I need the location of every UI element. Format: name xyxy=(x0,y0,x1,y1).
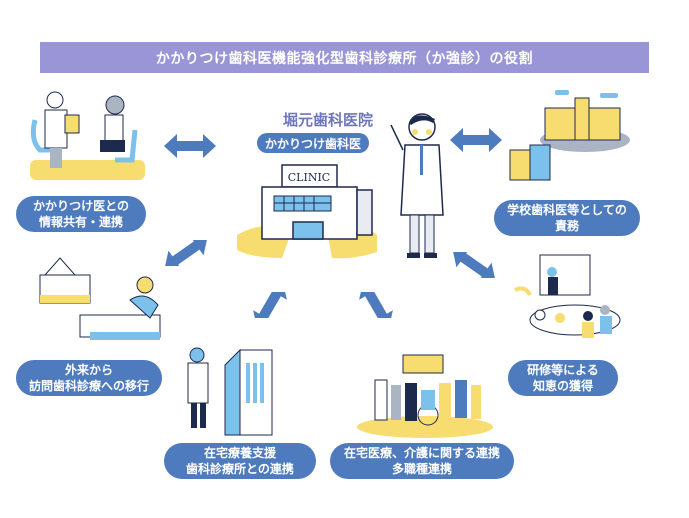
role-physician-collaboration: かかりつけ医との 情報共有・連携 xyxy=(16,196,146,232)
arrow-clinic-school xyxy=(450,128,502,152)
role-line: 在宅療養支援 xyxy=(203,446,276,460)
arrow-clinic-physician xyxy=(164,134,216,158)
role-school-dentist: 学校歯科医等としての 責務 xyxy=(494,200,640,236)
role-line: 研修等による xyxy=(527,363,599,377)
dentist-illustration xyxy=(390,113,444,258)
role-badge-family-dentist: かかりつけ歯科医 xyxy=(257,133,369,153)
arrow-clinic-support-clinic xyxy=(253,292,287,318)
role-line: 責務 xyxy=(554,219,579,233)
role-home-visit-transition: 外来から 訪問歯科診療への移行 xyxy=(16,360,162,396)
clinic-building-illustration: CLINIC xyxy=(237,164,377,259)
diagram-title: かかりつけ歯科医機能強化型歯科診療所（か強診）の役割 xyxy=(40,42,649,73)
role-line: 在宅医療、介護に関する連携 xyxy=(343,446,500,460)
clinic-sign: CLINIC xyxy=(288,171,330,184)
consultation-illustration xyxy=(30,91,145,180)
arrow-clinic-home-visit xyxy=(164,240,208,266)
role-line: 学校歯科医等としての xyxy=(507,203,627,217)
training-illustration xyxy=(514,254,621,338)
arrow-clinic-training xyxy=(452,252,496,278)
role-training-knowledge: 研修等による 知恵の獲得 xyxy=(508,360,618,396)
care-team-illustration xyxy=(357,354,493,438)
role-line: 歯科診療所との連携 xyxy=(186,462,294,476)
role-line: 多職種連携 xyxy=(391,462,452,476)
role-multi-profession-collaboration: 在宅医療、介護に関する連携 多職種連携 xyxy=(330,443,514,479)
home-visit-illustration xyxy=(39,257,161,340)
role-line: 知恵の獲得 xyxy=(532,379,593,393)
role-home-care-support-clinic: 在宅療養支援 歯科診療所との連携 xyxy=(164,443,316,479)
clinic-name: 堀元歯科医院 xyxy=(283,111,374,129)
role-line: かかりつけ医との xyxy=(32,199,129,213)
school-illustration xyxy=(509,90,630,181)
role-line: 訪問歯科診療への移行 xyxy=(28,379,149,393)
role-line: 情報共有・連携 xyxy=(38,215,123,229)
support-clinic-illustration xyxy=(187,347,273,436)
role-line: 外来から xyxy=(64,363,113,377)
arrow-clinic-care-team xyxy=(359,292,393,318)
